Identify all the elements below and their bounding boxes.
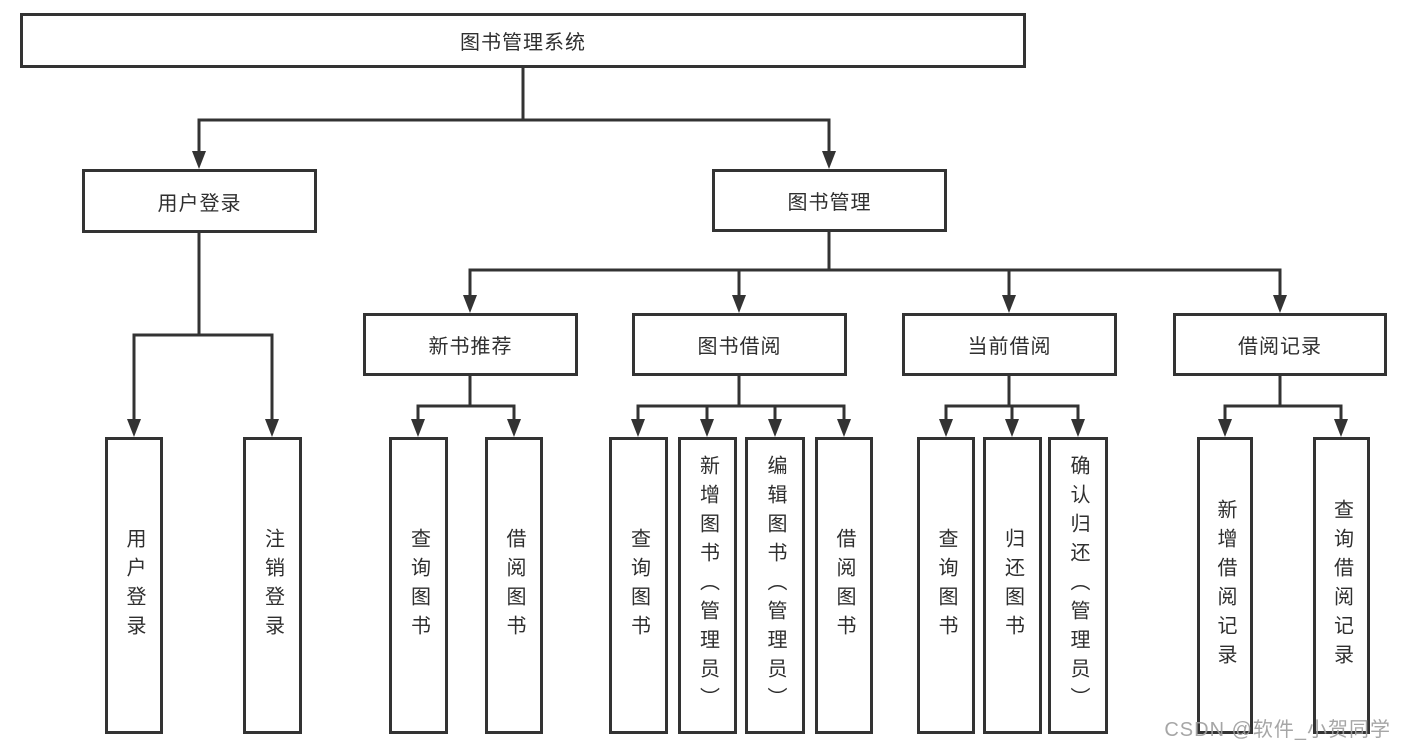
- node-borrow-books-2: 借阅图书: [815, 437, 873, 734]
- arrowheads-book-borrowing: [631, 419, 851, 437]
- connector-book-borrowing: [636, 376, 846, 421]
- node-return-books: 归还图书: [983, 437, 1042, 734]
- node-query-books-1: 查询图书: [389, 437, 448, 734]
- node-library-management-system: 图书管理系统: [20, 13, 1026, 68]
- node-logout: 注销登录: [243, 437, 302, 734]
- node-add-book-admin: 新增图书（管理员）: [678, 437, 737, 734]
- node-user-login: 用户登录: [82, 169, 317, 233]
- node-confirm-return-admin: 确认归还（管理员）: [1048, 437, 1108, 734]
- arrowheads-current-borrowing: [939, 419, 1085, 437]
- node-edit-book-admin: 编辑图书（管理员）: [745, 437, 805, 734]
- node-query-borrow-record: 查询借阅记录: [1313, 437, 1370, 734]
- node-label: 注销登录: [261, 527, 284, 644]
- connector-user-login-to-children: [132, 233, 274, 421]
- node-query-books-3: 查询图书: [917, 437, 975, 734]
- node-borrow-books-1: 借阅图书: [485, 437, 543, 734]
- node-borrowing-records: 借阅记录: [1173, 313, 1387, 376]
- node-label: 归还图书: [1001, 527, 1024, 644]
- node-new-book-recommendation: 新书推荐: [363, 313, 578, 376]
- node-user-login-leaf: 用户登录: [105, 437, 163, 734]
- arrowheads-user-login-children: [127, 419, 279, 437]
- arrowheads-level2: [192, 151, 836, 169]
- connector-current-borrowing: [944, 376, 1080, 421]
- node-label: 新增借阅记录: [1214, 498, 1236, 673]
- node-label: 查询借阅记录: [1330, 498, 1353, 673]
- arrowheads-level3: [463, 295, 1287, 313]
- node-query-books-2: 查询图书: [609, 437, 668, 734]
- connector-book-management-to-level3: [468, 232, 1282, 297]
- node-label: 借阅图书: [833, 527, 855, 644]
- node-label: 用户登录: [123, 527, 145, 644]
- node-label: 确认归还（管理员）: [1067, 455, 1089, 716]
- node-label: 新增图书（管理员）: [696, 455, 719, 716]
- node-label: 编辑图书（管理员）: [764, 455, 786, 716]
- node-label: 查询图书: [407, 527, 430, 644]
- arrowheads-new-book-recommendation: [411, 419, 521, 437]
- connector-root-to-level2: [197, 68, 831, 153]
- connector-new-book-recommendation: [416, 376, 516, 421]
- arrowheads-borrowing-records: [1218, 419, 1348, 437]
- node-add-borrow-record: 新增借阅记录: [1197, 437, 1253, 734]
- node-book-borrowing: 图书借阅: [632, 313, 847, 376]
- node-label: 查询图书: [627, 527, 650, 644]
- connector-borrowing-records: [1223, 376, 1343, 421]
- node-current-borrowing: 当前借阅: [902, 313, 1117, 376]
- node-label: 查询图书: [935, 527, 957, 644]
- csdn-watermark: CSDN @软件_小贺同学: [1164, 719, 1391, 741]
- node-label: 借阅图书: [503, 527, 525, 644]
- node-book-management: 图书管理: [712, 169, 947, 232]
